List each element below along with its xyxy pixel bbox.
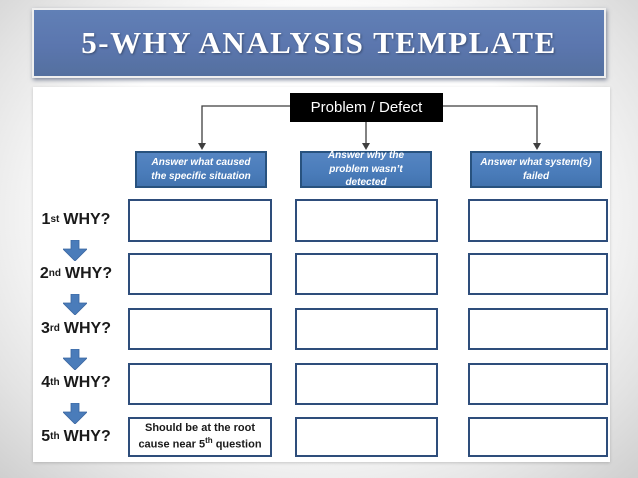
down-arrow-icon	[63, 240, 87, 261]
answer-box-why1-cause[interactable]	[128, 199, 272, 242]
answer-box-why5-system[interactable]	[468, 417, 608, 457]
down-arrow-icon	[63, 349, 87, 370]
answer-box-why5-detection[interactable]	[295, 417, 438, 457]
answer-box-why4-detection[interactable]	[295, 363, 438, 405]
root-cause-note-text: Should be at the root cause near 5th que…	[138, 422, 262, 451]
answer-box-why4-cause[interactable]	[128, 363, 272, 405]
column-header-detection-label: Answer why the problem wasn’t detected	[327, 150, 405, 189]
down-arrow-icon	[63, 294, 87, 315]
answer-box-why3-cause[interactable]	[128, 308, 272, 350]
answer-box-why4-system[interactable]	[468, 363, 608, 405]
column-header-cause-label: Answer what caused the specific situatio…	[151, 157, 251, 182]
answer-box-why1-detection[interactable]	[295, 199, 438, 242]
answer-box-why2-cause[interactable]	[128, 253, 272, 295]
answer-box-why2-system[interactable]	[468, 253, 608, 295]
column-header-cause: Answer what caused the specific situatio…	[135, 151, 267, 188]
page-title: 5-WHY ANALYSIS TEMPLATE	[81, 25, 557, 60]
answer-box-why1-system[interactable]	[468, 199, 608, 242]
problem-defect-box: Problem / Defect	[290, 93, 443, 122]
column-header-detection: Answer why the problem wasn’t detected	[300, 150, 432, 189]
answer-box-why3-detection[interactable]	[295, 308, 438, 350]
answer-box-why3-system[interactable]	[468, 308, 608, 350]
column-header-system: Answer what system(s) failed	[470, 151, 602, 188]
down-arrow-icon	[63, 403, 87, 424]
answer-box-why2-detection[interactable]	[295, 253, 438, 295]
column-header-system-label: Answer what system(s) failed	[480, 157, 592, 182]
problem-defect-label: Problem / Defect	[310, 99, 423, 116]
title-banner: 5-WHY ANALYSIS TEMPLATE	[32, 8, 606, 78]
root-cause-note-box[interactable]: Should be at the root cause near 5th que…	[128, 417, 272, 457]
